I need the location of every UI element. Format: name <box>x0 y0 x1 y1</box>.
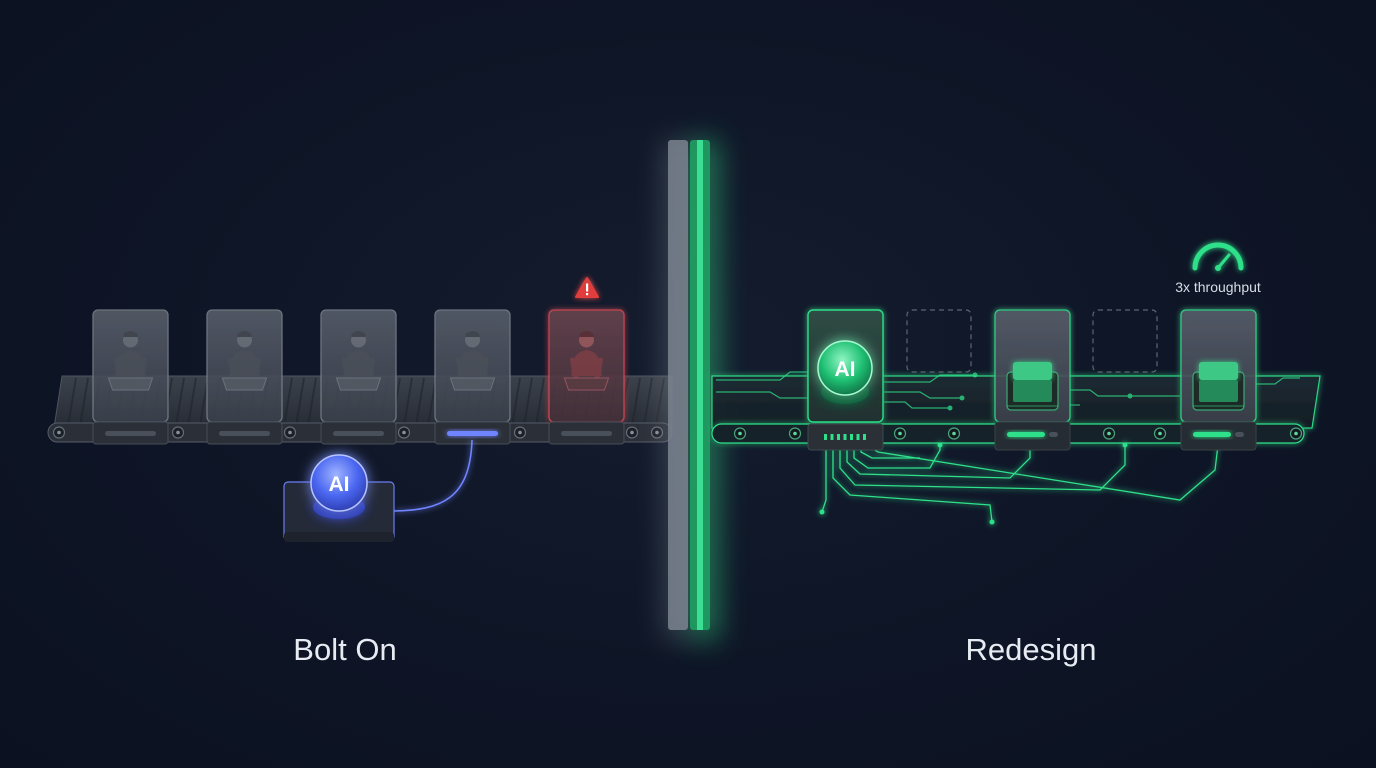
belt-roller <box>283 426 297 439</box>
removed-station-slot <box>1092 309 1158 373</box>
redesign-ai-station: AI <box>807 309 884 451</box>
automated-stations <box>994 309 1257 451</box>
belt-roller <box>625 426 639 439</box>
bolt-on-ai-module: AI <box>283 439 473 542</box>
center-divider <box>664 140 718 640</box>
belt-roller <box>1153 427 1167 440</box>
bolt-on-panel: AI Bolt On <box>47 277 673 667</box>
throughput-metric: 3x throughput <box>1175 279 1261 295</box>
workstation-5 <box>548 309 625 445</box>
person-at-workbench-icon <box>563 331 610 391</box>
robotic-module-icon <box>1192 362 1245 411</box>
left-workstations <box>92 309 625 445</box>
workstation-3 <box>320 309 397 445</box>
redesign-label: Redesign <box>966 632 1097 667</box>
belt-roller <box>397 426 411 439</box>
belt-roller <box>171 426 185 439</box>
person-at-workbench-icon <box>221 331 268 391</box>
belt-roller <box>1289 427 1303 440</box>
ai-connection-cable <box>393 439 473 512</box>
workstation-1 <box>92 309 169 445</box>
ai-badge-label: AI <box>329 473 350 496</box>
redesign-ai-badge-label: AI <box>835 358 856 381</box>
speedometer-icon <box>1192 242 1244 271</box>
person-at-workbench-icon <box>335 331 382 391</box>
belt-roller <box>733 427 747 440</box>
belt-circuit-traces <box>716 371 1300 411</box>
person-at-workbench-icon <box>449 331 496 391</box>
belt-roller <box>650 426 664 439</box>
belt-roller <box>52 426 66 439</box>
under-circuit-traces <box>819 440 1221 525</box>
belt-roller <box>893 427 907 440</box>
belt-roller <box>788 427 802 440</box>
removed-station-slot <box>906 309 972 373</box>
automated-station-1 <box>994 309 1071 451</box>
warning-triangle-icon <box>575 277 599 298</box>
person-at-workbench-icon <box>107 331 154 391</box>
workstation-2 <box>206 309 283 445</box>
belt-roller <box>513 426 527 439</box>
robotic-module-icon <box>1006 362 1059 411</box>
belt-roller <box>947 427 961 440</box>
automated-station-2 <box>1180 309 1257 451</box>
bolt-on-label: Bolt On <box>293 632 396 667</box>
ai-orb-green <box>817 340 873 396</box>
ai-orb <box>310 454 368 512</box>
workstation-4 <box>434 309 511 445</box>
belt-roller <box>1102 427 1116 440</box>
redesign-panel: AI 3x throughput Redesign <box>711 242 1321 667</box>
